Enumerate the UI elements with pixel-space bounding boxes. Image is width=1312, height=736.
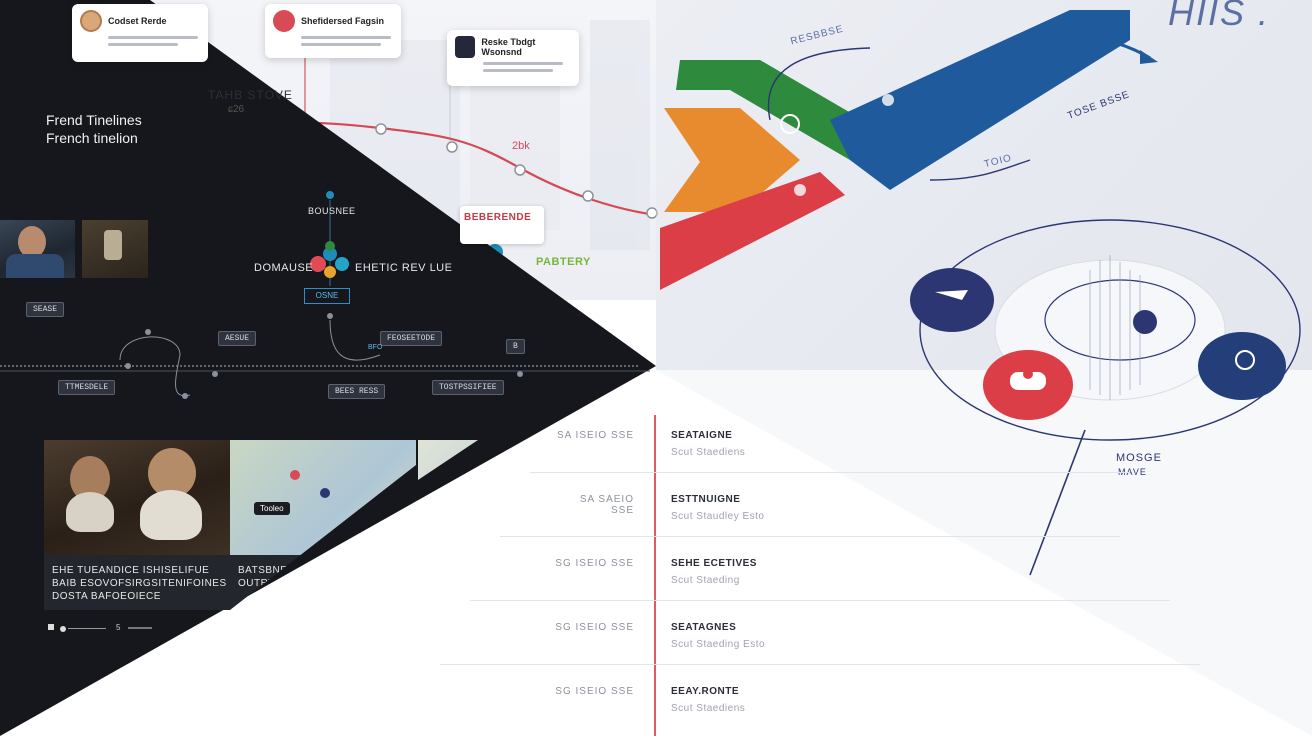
schedule-row-text: ESTTNUIGNE Scut Staudley Esto [671,494,765,522]
chip-top-2[interactable]: AESUE [218,331,257,346]
timeline-label-left: TAHB STOVE [208,88,293,102]
timeline-node [375,123,387,135]
schedule-vertical-line [654,415,656,736]
event-badge[interactable]: BEBERENDE [460,206,544,244]
caption-line: DOSTA BAFOEOIECE [52,591,161,602]
row-title: SEATAGNES [671,622,737,633]
row-title: EEAY.RONTE [671,686,739,697]
page-title: Frend Tinelines [46,112,142,128]
navy-node-right [1198,332,1286,400]
player-time: 5 [116,623,121,632]
top-card-1[interactable]: Codset Rerde [72,4,208,62]
row-subtitle: Scut Staediens [671,703,746,714]
timeline-label-left-sub: ɕ26 [228,104,245,115]
row-time: SA ISEIO SSE [556,430,634,441]
row-subtitle: Scut Staudley Esto [671,511,765,522]
chip-bottom-1[interactable]: TTMESDELE [58,380,116,395]
page-subtitle: French tinelion [46,130,138,146]
row-time: SG ISEIO SSE [555,622,634,633]
chip-top-1[interactable]: SEASE [26,302,65,317]
chart-top-label: BOUSNEE [308,206,356,216]
row-subtitle: Scut Staeding [671,575,740,586]
artifact-photo [82,220,148,278]
card-title: Codset Rerde [108,16,167,26]
schedule-row[interactable]: SA ISEIO SSE [554,430,634,441]
chart-left-label: DOMAUSE [254,262,314,274]
map-label: Tooleo [254,502,290,515]
circle-label: MOSGE [1116,452,1162,464]
row-divider [530,472,1130,473]
media-card[interactable]: EHE TUEANDICE ISHISELIFUE BAIB ESOVOFSIR… [44,440,230,610]
schedule-row-text: EEAY.RONTE Scut Staediens [671,686,745,714]
row-subtitle: Scut Staeding Esto [671,639,766,650]
chip-top-4[interactable]: B [506,339,525,354]
timeline-node [582,190,594,202]
top-card-2[interactable]: Shefidersed Fagsin [265,4,401,58]
chevron-blue [830,10,1130,190]
row-divider [500,536,1120,537]
row-time: SG ISEIO SSE [555,686,634,697]
big-heading: HIIS . [1168,0,1271,33]
card-title: Shefidersed Fagsin [301,16,385,26]
chart-right-label: EHETIC REV LUE [355,262,453,274]
chart-box[interactable]: OSNE [304,288,350,304]
row-title: SEATAIGNE [671,430,733,441]
chip-bottom-2[interactable]: BEES RESS [328,384,386,399]
card-title: Reske Tbdgt Wsonsnd [481,37,536,57]
schedule-row-text: SEATAGNES Scut Staeding Esto [671,622,765,650]
caption-line: EHE TUEANDICE ISHISELIFUE [52,565,210,576]
chevron-green [676,60,880,160]
timeline-node [514,164,526,176]
row-title: ESTTNUIGNE [671,494,741,505]
row-subtitle: Scut Staediens [671,447,746,458]
green-label: PABTERY [536,256,591,268]
caption-line: BATSBNEIDVE [238,565,313,576]
small-navy-node [1133,310,1157,334]
chip-bottom-3[interactable]: TOSTPSSIFIEE [432,380,504,395]
chart-icon [455,36,476,58]
chevron-red [660,172,845,290]
navy-node-left [910,268,994,332]
avatar-icon [80,10,102,32]
row-time: SG ISEIO SSE [555,558,634,569]
row-time: SA SAEIO SSE [579,494,634,516]
schedule-row[interactable]: SA SAEIO SSE [554,494,634,516]
timeline-node [446,141,458,153]
schedule-row-text: SEATAIGNE Scut Staediens [671,430,745,458]
scrub-handle[interactable] [60,626,66,632]
timeline-node [646,207,658,219]
row-divider [440,664,1200,665]
top-card-3[interactable]: Reske Tbdgt Wsonsnd [447,30,579,86]
chip-top-3[interactable]: FEOSEETODE [380,331,443,346]
schedule-row[interactable]: SG ISEIO SSE [554,558,634,569]
small-timeline-label: BFO [368,344,383,351]
row-divider [470,600,1170,601]
row-title: SEHE ECETIVES [671,558,757,569]
timeline-label-mid: 2bk [512,140,530,152]
caption-line: BAIB ESOVOFSIRGSITENIFOINES [52,578,227,589]
volume-bar[interactable] [128,627,152,629]
circle-label-sub: MAVE [1118,467,1147,477]
chevron-orange [664,108,800,212]
progress-track[interactable] [68,628,106,629]
portrait-photo [0,220,75,278]
schedule-row[interactable]: SG ISEIO SSE [554,622,634,633]
play-icon[interactable] [48,624,56,630]
elders-photo [44,440,230,555]
schedule-row[interactable]: SG ISEIO SSE [554,686,634,697]
red-badge-icon [273,10,295,32]
schedule-row-text: SEHE ECETIVES Scut Staeding [671,558,757,586]
